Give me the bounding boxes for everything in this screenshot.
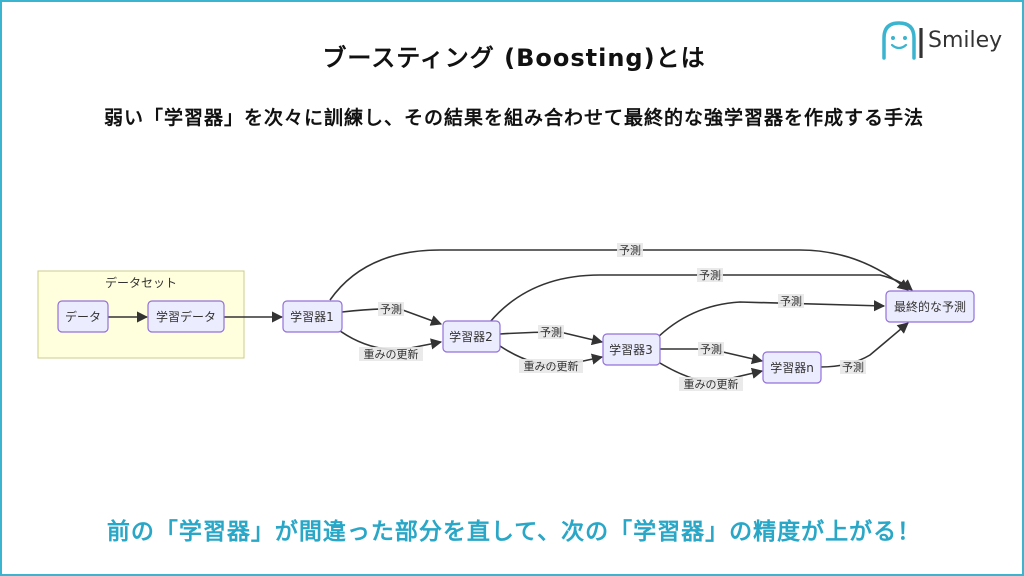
svg-text:学習器1: 学習器1: [290, 309, 334, 324]
node-learner3: 学習器3: [602, 333, 661, 366]
svg-text:予測: 予測: [540, 325, 562, 339]
svg-text:重みの更新: 重みの更新: [524, 359, 579, 373]
svg-text:予測: 予測: [619, 243, 641, 257]
edge-label: 予測: [378, 302, 404, 316]
edge-label: 予測: [698, 342, 724, 356]
svg-text:学習器3: 学習器3: [609, 342, 653, 357]
logo-text: Smiley: [928, 28, 1003, 53]
edge-label: 予測: [697, 268, 723, 282]
svg-text:学習器2: 学習器2: [449, 329, 493, 344]
node-train-data: 学習データ: [147, 300, 225, 333]
svg-text:学習データ: 学習データ: [156, 309, 216, 324]
node-learner1: 学習器1: [282, 300, 343, 333]
node-final-prediction: 最終的な予測: [885, 290, 975, 323]
edge-learner1-to-final: [329, 249, 909, 301]
edge-learner1-to-learner2-update: [335, 327, 443, 351]
svg-text:重みの更新: 重みの更新: [684, 377, 739, 391]
svg-text:予測: 予測: [780, 294, 802, 308]
edge-label: 重みの更新: [359, 347, 423, 361]
svg-text:学習器n: 学習器n: [770, 360, 814, 375]
logo: Smiley: [880, 20, 1015, 60]
node-learner2: 学習器2: [442, 320, 501, 353]
svg-text:最終的な予測: 最終的な予測: [894, 299, 966, 314]
slide-subtitle: 弱い「学習器」を次々に訓練し、その結果を組み合わせて最終的な強学習器を作成する手…: [103, 107, 924, 129]
cluster-label: データセット: [105, 275, 177, 290]
node-learnern: 学習器n: [762, 351, 822, 384]
edge-label: 重みの更新: [519, 359, 583, 373]
footer-message: 前の「学習器」が間違った部分を直して、次の「学習器」の精度が上がる！: [106, 519, 922, 545]
smiley-face-icon: [882, 21, 923, 60]
edge-label: 予測: [617, 243, 643, 257]
edge-label: 予測: [840, 360, 866, 374]
edge-label: 予測: [778, 294, 804, 308]
svg-text:予測: 予測: [699, 268, 721, 282]
svg-text:予測: 予測: [842, 360, 864, 374]
edge-label: 重みの更新: [679, 377, 743, 391]
svg-text:重みの更新: 重みの更新: [364, 347, 419, 361]
edge-labels: 予測 予測 予測 重みの更新 予測 重みの更新 予測 予測 重みの更新 予測: [359, 243, 866, 391]
slide-title: ブースティング (Boosting)とは: [322, 44, 706, 72]
svg-text:予測: 予測: [380, 302, 402, 316]
edge-label: 予測: [538, 325, 564, 339]
svg-text:予測: 予測: [700, 342, 722, 356]
edge-learner3-to-final: [654, 300, 886, 341]
edge-learner2-to-final: [489, 274, 913, 323]
svg-text:データ: データ: [65, 309, 101, 324]
node-data: データ: [57, 300, 109, 333]
